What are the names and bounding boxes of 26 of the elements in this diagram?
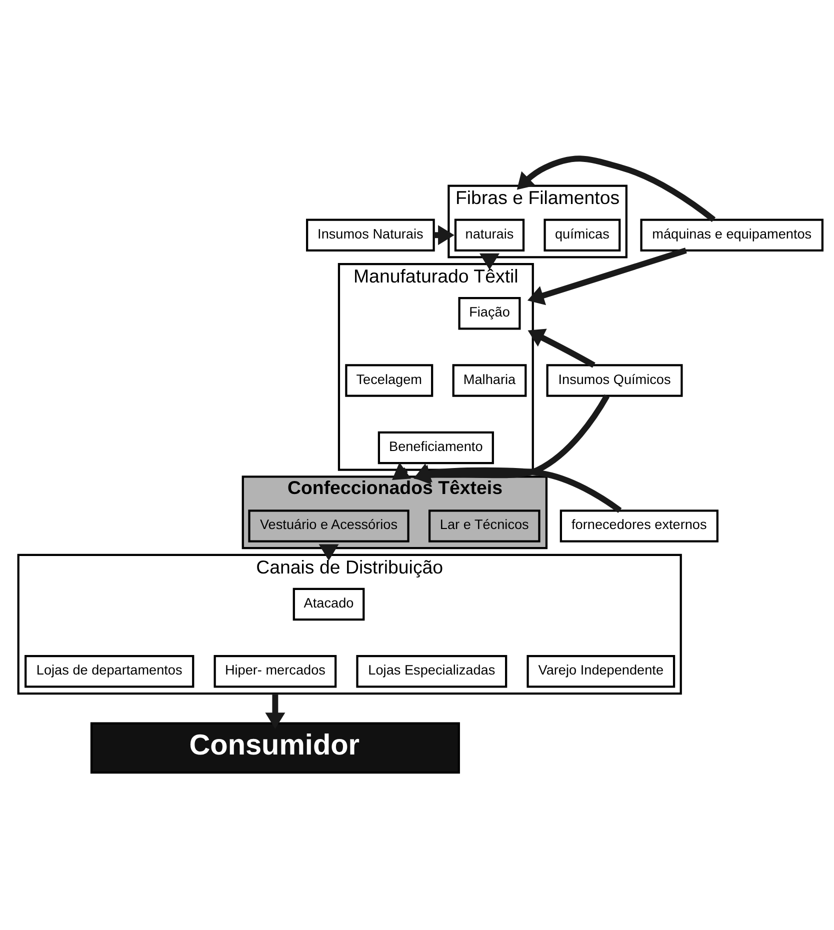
arrow (516, 155, 716, 222)
node-box: Hiper- mercados (214, 654, 337, 688)
node-box: naturais (454, 218, 525, 251)
node-box: Lojas de departamentos (24, 654, 194, 688)
node-box: Fiação (458, 296, 521, 330)
node-box: Atacado (292, 587, 365, 620)
node-box: Lar e Técnicos (428, 509, 540, 542)
arrow (528, 328, 596, 368)
node-box: fornecedores externos (560, 509, 718, 542)
node-box: Tecelagem (345, 364, 434, 396)
arrow (392, 462, 412, 480)
node-box: máquinas e equipamentos (640, 218, 824, 251)
node-box: Malharia (452, 364, 527, 396)
node-box: Insumos Químicos (546, 364, 683, 396)
arrow (265, 693, 286, 728)
node-box: químicas (544, 218, 621, 251)
arrow (527, 247, 687, 305)
node-box: Varejo Independente (526, 654, 676, 688)
arrow (318, 544, 339, 560)
arrow (434, 224, 454, 245)
node-box: Consumidor (90, 722, 460, 774)
node-box: Vestuário e Acessórios (248, 509, 410, 542)
node-box: Beneficiamento (378, 430, 494, 464)
node-box: Lojas Especializadas (356, 654, 508, 688)
arrow (480, 252, 500, 270)
node-box: Insumos Naturais (306, 218, 435, 251)
